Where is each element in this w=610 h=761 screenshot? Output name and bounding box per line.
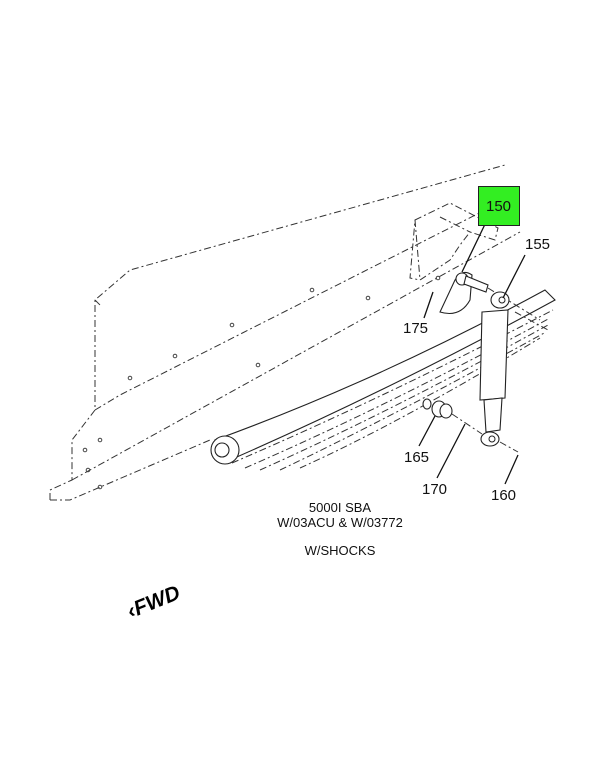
shocks-note: W/SHOCKS — [304, 543, 376, 558]
callout-150[interactable]: 150 — [486, 198, 512, 215]
callout-160[interactable]: 160 — [491, 487, 517, 504]
callout-165[interactable]: 165 — [404, 449, 430, 466]
leaf-spring — [210, 289, 556, 471]
shock-bracket — [409, 202, 499, 281]
frame-rail — [49, 164, 521, 501]
bushing — [422, 398, 483, 435]
leader-lines — [418, 217, 526, 485]
option-note: W/03ACU & W/03772 — [277, 515, 403, 530]
callout-150-highlight[interactable] — [478, 186, 520, 226]
callout-175[interactable]: 175 — [403, 320, 429, 337]
callout-170[interactable]: 170 — [422, 481, 448, 498]
model-note: 5000I SBA — [308, 500, 372, 515]
callout-155[interactable]: 155 — [525, 236, 551, 253]
